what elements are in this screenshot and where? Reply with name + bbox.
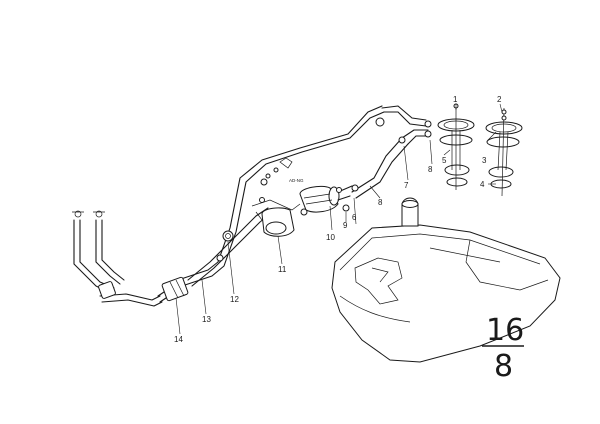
- callout-2: 2: [497, 95, 502, 104]
- callout-13: 13: [202, 315, 211, 324]
- callout-6: 6: [352, 213, 357, 222]
- callout-5: 5: [442, 156, 447, 165]
- callout-4: 4: [480, 180, 485, 189]
- callout-12: 12: [230, 295, 239, 304]
- callout-11: 11: [278, 265, 287, 274]
- page-reference: 16 8: [482, 313, 524, 384]
- callout-8: 8: [378, 198, 383, 207]
- hose-clamps: [216, 136, 406, 262]
- inline-filter: [161, 276, 189, 302]
- callout-9: 9: [343, 221, 348, 230]
- callout-3: 3: [482, 156, 487, 165]
- callout-14: 14: [174, 335, 183, 344]
- tank-sender-units: [375, 103, 523, 197]
- fuel-pump-assembly: AD-NG: [222, 157, 359, 242]
- fitting-label: AD-NG: [289, 178, 304, 183]
- callout-7: 7: [404, 181, 409, 190]
- callout-10: 10: [326, 233, 335, 242]
- part-callouts: 1 2 3 4 5 6 7 8 8 9 10 11 12 13 14: [174, 95, 502, 344]
- page-sheet-number: 8: [494, 349, 513, 384]
- callout-1: 1: [453, 95, 458, 104]
- fuel-lines: [157, 105, 429, 303]
- callout-8-sender: 8: [428, 165, 433, 174]
- leader-lines: [175, 103, 503, 335]
- vent-hoses: [72, 210, 163, 307]
- page-group-number: 16: [486, 313, 524, 348]
- fuel-tank: [331, 197, 561, 363]
